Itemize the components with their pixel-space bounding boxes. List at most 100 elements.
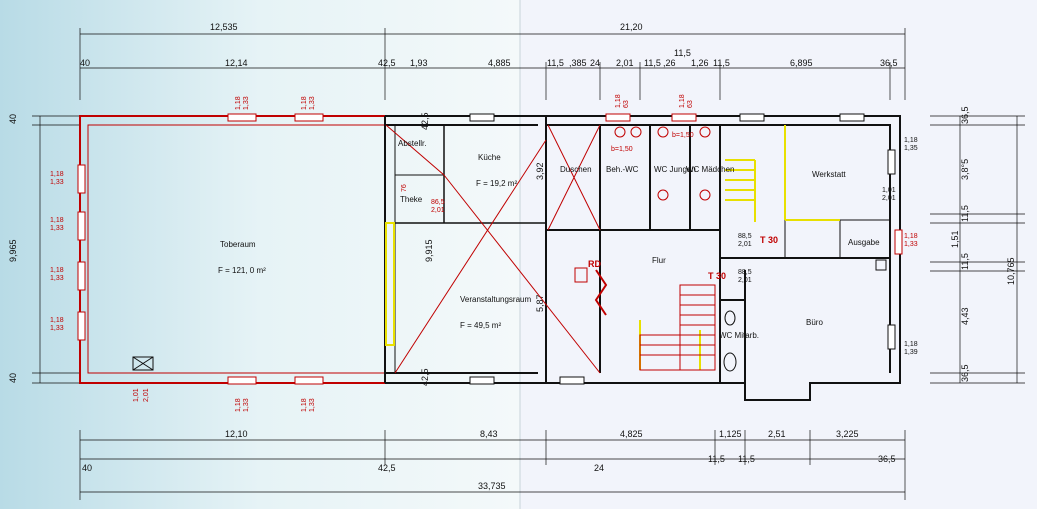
wl-bot-1a: 1,18 bbox=[235, 398, 242, 412]
room-flur: Flur bbox=[652, 256, 666, 265]
dim-right-6: 4,43 bbox=[960, 307, 970, 325]
dim-top-overall-right: 21,20 bbox=[620, 22, 643, 32]
dim-right-5: 11,5 bbox=[960, 253, 970, 270]
wl-left-4a: 1,18 bbox=[50, 317, 64, 324]
room-labels: Toberaum F = 121, 0 m² Küche F = 19,2 m²… bbox=[218, 139, 880, 340]
dim-bot1-6: 3,225 bbox=[836, 429, 859, 439]
diagonal-lines bbox=[385, 124, 601, 374]
dim-right-4: 1,51 bbox=[950, 230, 960, 248]
wl-bot-2a: 1,18 bbox=[301, 398, 308, 412]
dim-top-5: 4,885 bbox=[488, 58, 511, 68]
wl-left-1a: 1,18 bbox=[50, 171, 64, 178]
dim-bot2-1: 40 bbox=[82, 463, 92, 473]
wl-door-flur-a: 88,5 bbox=[738, 233, 752, 240]
room-abstellr: Abstellr. bbox=[398, 139, 426, 148]
dim-interior-425-bot: 42,5 bbox=[420, 368, 430, 386]
wl-right-2b: 2,01 bbox=[882, 195, 896, 202]
wl-left-4b: 1,33 bbox=[50, 325, 64, 332]
dim-top-8: 24 bbox=[590, 58, 600, 68]
wl-left-2a: 1,18 bbox=[50, 217, 64, 224]
mark-t30-a: T 30 bbox=[760, 235, 778, 245]
dim-left-1: 40 bbox=[8, 114, 18, 124]
dim-bot2-3: 24 bbox=[594, 463, 604, 473]
window-labels: 1,18 1,33 1,18 1,33 1,18 1,33 1,18 1,33 … bbox=[50, 94, 918, 412]
paper-left bbox=[0, 0, 520, 509]
mark-b150-a: b=1,50 bbox=[611, 146, 633, 153]
dim-top-mid: 11,5 bbox=[674, 48, 691, 58]
wl-right-4b: 1,39 bbox=[904, 349, 918, 356]
wl-bot-2b: 1,33 bbox=[309, 398, 316, 412]
dim-top-9: 2,01 bbox=[616, 58, 634, 68]
windows bbox=[77, 113, 903, 385]
dimension-texts: 12,535 21,20 11,5 40 12,14 42,5 1,93 4,8… bbox=[8, 22, 1016, 491]
room-kueche-area: F = 19,2 m² bbox=[476, 179, 517, 188]
wl-theke-c: 76 bbox=[401, 184, 408, 192]
room-wc-maedchen: WC Mädchen bbox=[686, 165, 734, 174]
room-veranstaltungsraum-area: F = 49,5 m² bbox=[460, 321, 501, 330]
wl-left-2b: 1,33 bbox=[50, 225, 64, 232]
wl-door-buero-a: 88,5 bbox=[738, 269, 752, 276]
wl-top-1b: 1,33 bbox=[243, 96, 250, 110]
mark-rd: RD bbox=[588, 259, 601, 269]
dim-bot1-4: 1,125 bbox=[719, 429, 742, 439]
room-toberaum-area: F = 121, 0 m² bbox=[218, 266, 266, 275]
dim-bot2-5: 11,5 bbox=[738, 454, 755, 464]
wl-left-3a: 1,18 bbox=[50, 267, 64, 274]
dim-interior-425-top: 42,5 bbox=[420, 112, 430, 130]
dim-top-4: 1,93 bbox=[410, 58, 428, 68]
wl-right-1b: 1,35 bbox=[904, 145, 918, 152]
paper-right bbox=[520, 0, 1037, 509]
wl-bot-1b: 1,33 bbox=[243, 398, 250, 412]
wl-right-4a: 1,18 bbox=[904, 341, 918, 348]
dim-bot2-2: 42,5 bbox=[378, 463, 396, 473]
dim-bot1-3: 4,825 bbox=[620, 429, 643, 439]
dim-right-3: 11,5 bbox=[960, 205, 970, 222]
wl-right-1a: 1,18 bbox=[904, 137, 918, 144]
dim-bot1-5: 2,51 bbox=[768, 429, 786, 439]
room-wc-mitarb: WC Mitarb. bbox=[719, 331, 759, 340]
dim-top-3: 42,5 bbox=[378, 58, 396, 68]
wl-left-3b: 1,33 bbox=[50, 275, 64, 282]
room-ausgabe: Ausgabe bbox=[848, 238, 880, 247]
wl-right-2a: 1,01 bbox=[882, 187, 896, 194]
dim-bot2-6: 36,5 bbox=[878, 454, 896, 464]
wl-top-1a: 1,18 bbox=[235, 96, 242, 110]
dim-interior-587: 5,87 bbox=[535, 294, 545, 312]
wl-right-3a: 1,18 bbox=[904, 233, 918, 240]
dim-top-1: 40 bbox=[80, 58, 90, 68]
dim-bot1-1: 12,10 bbox=[225, 429, 248, 439]
dim-right-7: 36,5 bbox=[960, 364, 970, 382]
room-beh-wc: Beh.-WC bbox=[606, 165, 639, 174]
dim-top-15: 36,5 bbox=[880, 58, 898, 68]
wl-right-3b: 1,33 bbox=[904, 241, 918, 248]
wl-wc-top2-a: 1,18 bbox=[679, 94, 686, 108]
wl-top-2a: 1,18 bbox=[301, 96, 308, 110]
dim-top-10: 11,5 bbox=[644, 58, 661, 68]
dim-top-6: 11,5 bbox=[547, 58, 564, 68]
wl-door-toberaum-a: 1,01 bbox=[133, 388, 140, 402]
dim-right-1: 36,5 bbox=[960, 106, 970, 124]
dim-right-overall: 10,765 bbox=[1006, 257, 1016, 285]
stairs bbox=[594, 269, 716, 371]
sanitary-fixtures bbox=[132, 126, 887, 372]
dim-top-7: ,385 bbox=[569, 58, 587, 68]
room-theke: Theke bbox=[400, 195, 423, 204]
dim-interior-392: 3,92 bbox=[535, 162, 545, 180]
wl-door-flur-b: 2,01 bbox=[738, 241, 752, 248]
dim-left-3: 40 bbox=[8, 373, 18, 383]
dim-interior-9915: 9,915 bbox=[424, 239, 434, 262]
dim-top-13: 11,5 bbox=[713, 58, 730, 68]
red-marks: RD T 30 T 30 b=1,50 b=1,50 bbox=[588, 132, 778, 281]
dim-bot1-2: 8,43 bbox=[480, 429, 498, 439]
mark-b150-b: b=1,50 bbox=[672, 132, 694, 139]
dimension-lines bbox=[32, 28, 1025, 500]
room-werkstatt: Werkstatt bbox=[812, 170, 846, 179]
wl-door-toberaum-b: 2,01 bbox=[143, 388, 150, 402]
room-kueche: Küche bbox=[478, 153, 501, 162]
dim-right-2: 3,8°5 bbox=[960, 159, 970, 180]
room-veranstaltungsraum: Veranstaltungsraum bbox=[460, 295, 531, 304]
wl-theke-a: 86,5 bbox=[431, 199, 445, 206]
dim-top-11: ,26 bbox=[663, 58, 676, 68]
dim-top-2: 12,14 bbox=[225, 58, 248, 68]
